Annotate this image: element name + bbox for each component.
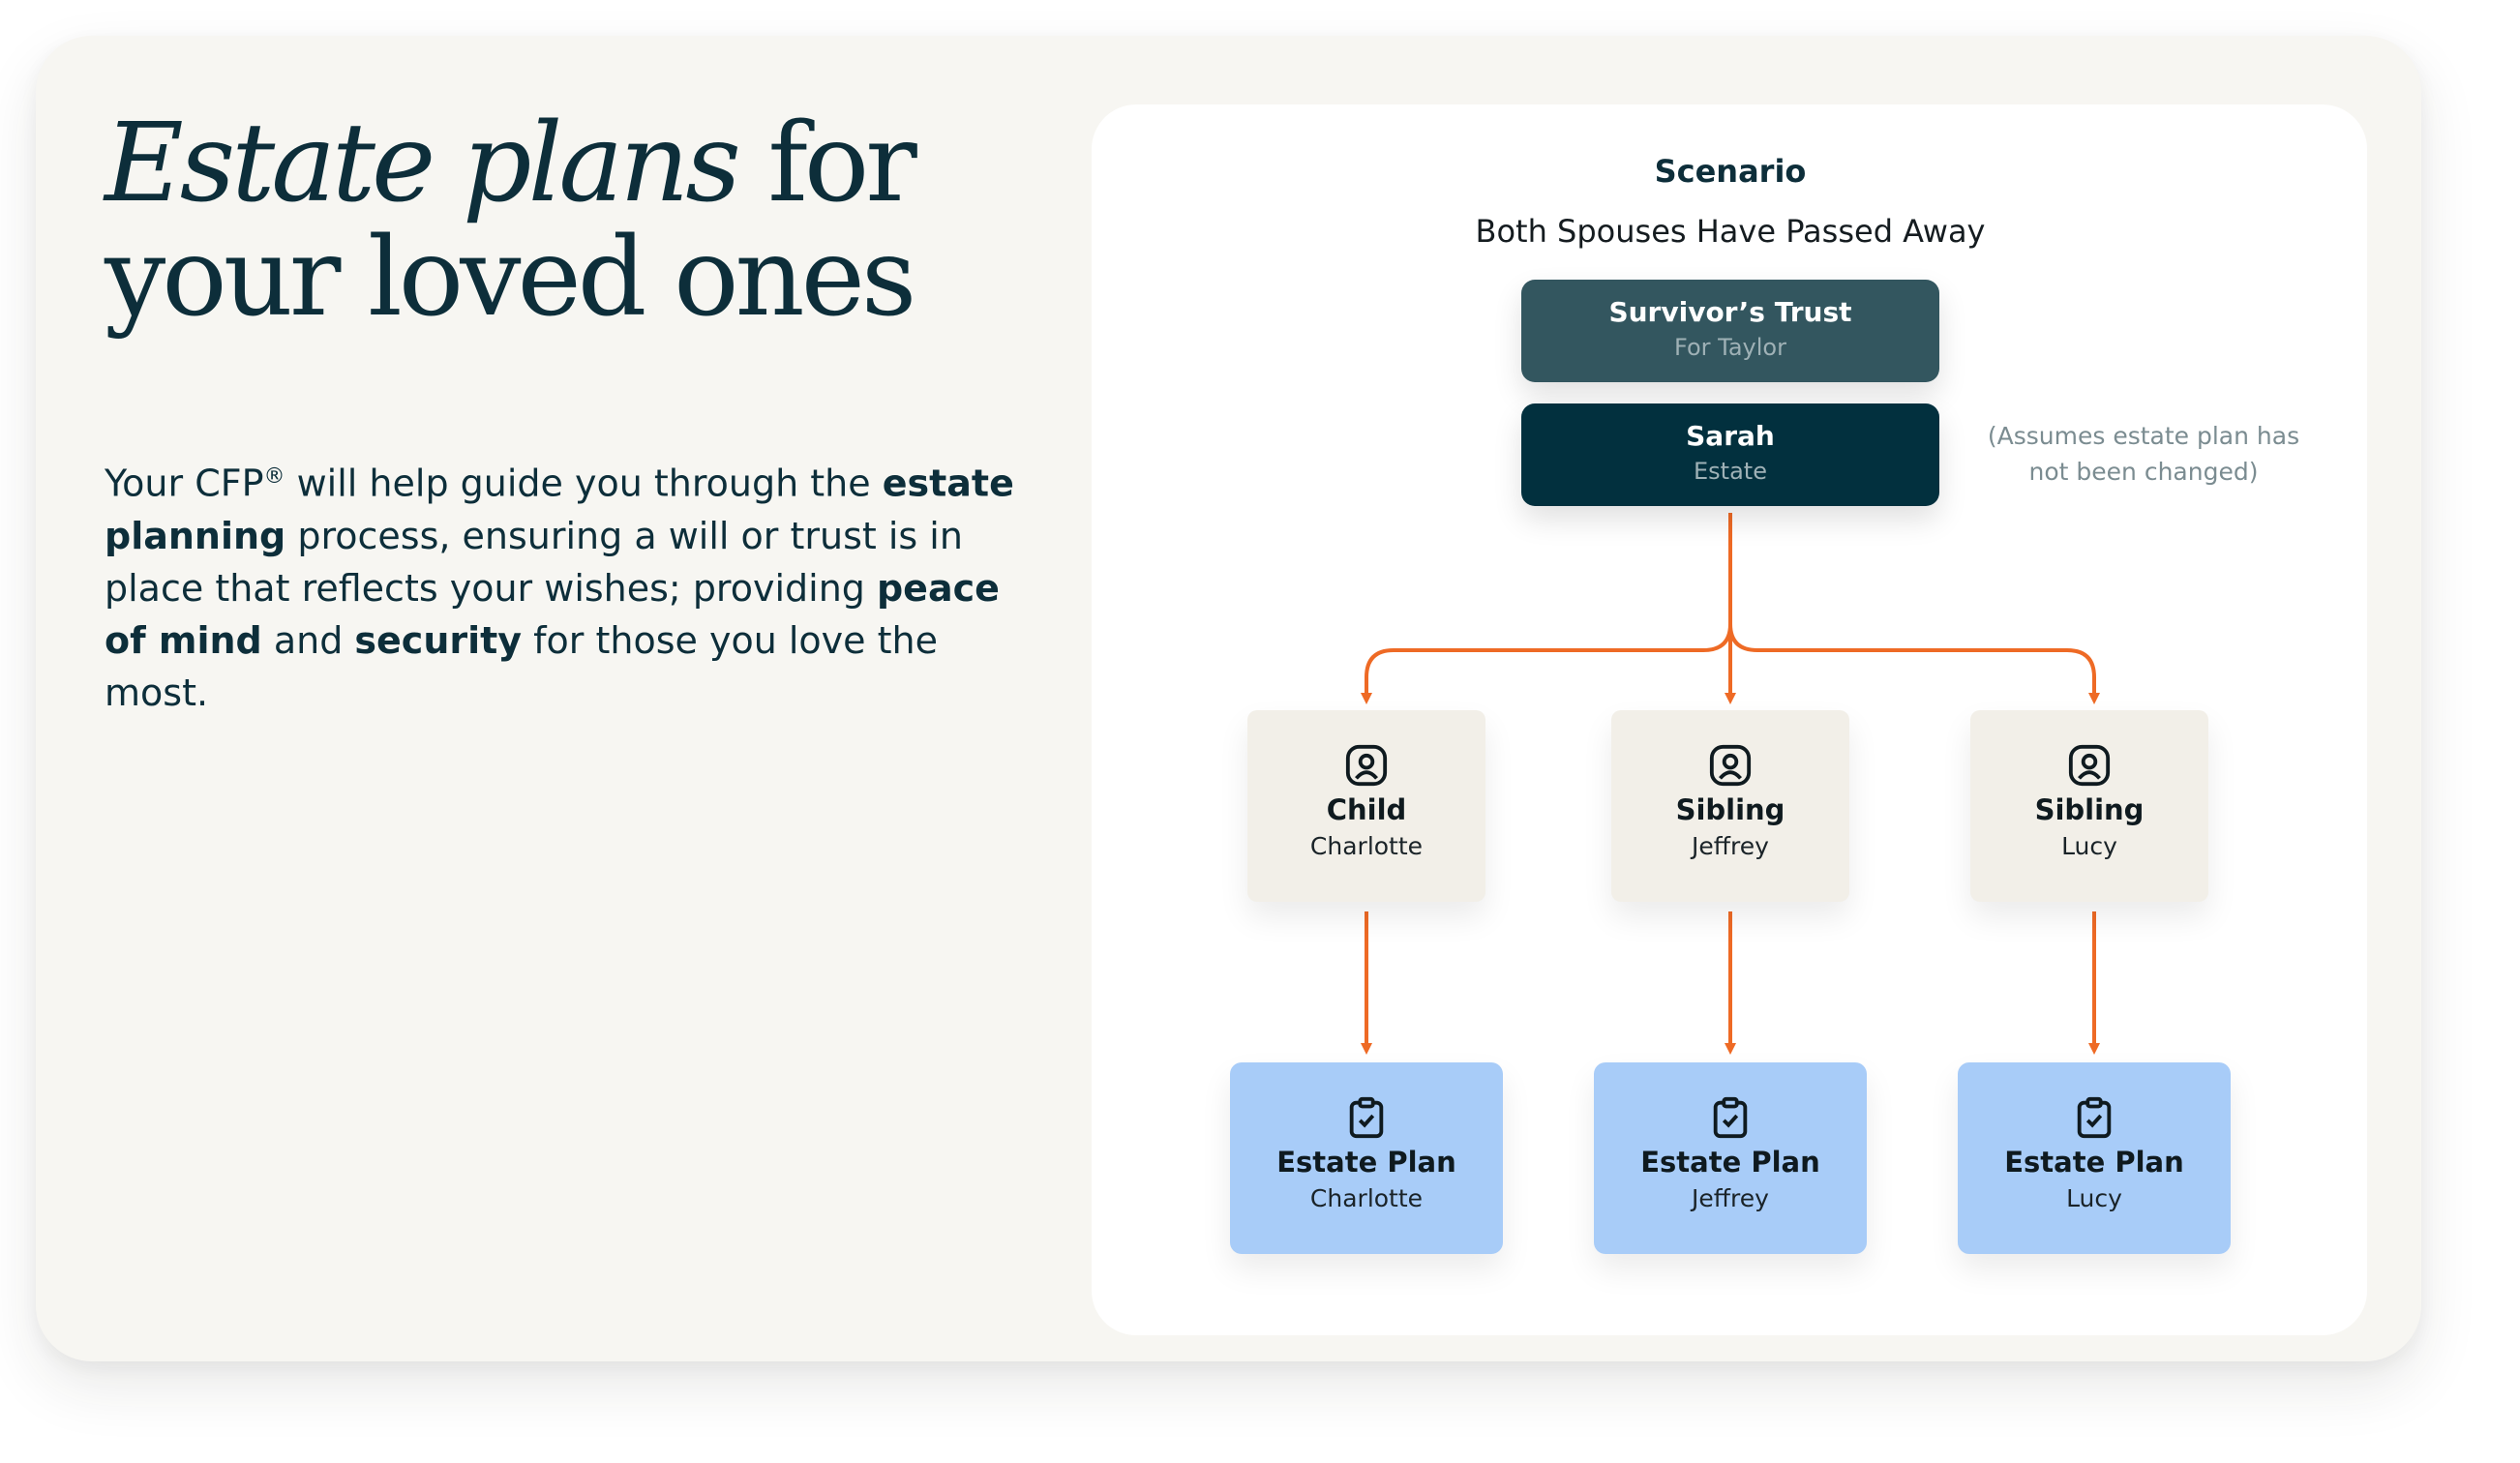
registered-mark: ®	[263, 464, 285, 489]
intro-text-1: Your CFP	[105, 462, 264, 505]
trust-title: Survivor’s Trust	[1608, 296, 1852, 328]
user-circle-icon	[1345, 744, 1388, 787]
clipboard-check-icon	[1349, 1096, 1384, 1139]
page-headline: Estate plans for your loved ones	[105, 106, 1072, 335]
intro-text-2: will help guide you through the	[285, 462, 883, 505]
beneficiary-role: Sibling	[2034, 793, 2145, 826]
plan-title: Estate Plan	[1640, 1146, 1820, 1179]
plan-title: Estate Plan	[1276, 1146, 1456, 1179]
clipboard-check-icon	[2077, 1096, 2112, 1139]
intro-bold-estate-planning: estate planning	[105, 462, 1014, 557]
beneficiary-sibling-jeffrey: Sibling Jeffrey	[1611, 710, 1849, 902]
intro-text-3: process, ensuring a will or trust is in …	[105, 514, 963, 610]
intro-bold-security: security	[354, 618, 523, 662]
beneficiary-role: Sibling	[1675, 793, 1785, 826]
headline-italic: Estate plans	[105, 101, 741, 226]
headline-rest: for your loved ones	[105, 101, 917, 341]
intro-paragraph: Your CFP® will help guide you through th…	[105, 451, 1043, 719]
estate-title: Sarah	[1686, 420, 1775, 452]
plan-name: Charlotte	[1309, 1184, 1424, 1212]
survivors-trust-box: Survivor’s Trust For Taylor	[1521, 280, 1939, 382]
estate-plan-lucy: Estate Plan Lucy	[1958, 1062, 2231, 1254]
plan-title: Estate Plan	[2004, 1146, 2184, 1179]
connector-to-sibling-right	[1728, 623, 2100, 704]
beneficiary-name: Lucy	[2061, 832, 2117, 860]
scenario-subtitle: Both Spouses Have Passed Away	[1475, 213, 1986, 250]
intro-bold-peace-of-mind: peace of mind	[105, 566, 1000, 662]
beneficiary-sibling-lucy: Sibling Lucy	[1970, 710, 2208, 902]
connector-to-child	[1361, 623, 1732, 704]
user-circle-icon	[2068, 744, 2111, 787]
beneficiary-role: Child	[1326, 793, 1407, 826]
trust-subtitle: For Taylor	[1674, 334, 1786, 361]
scenario-title: Scenario	[1654, 153, 1807, 190]
estate-plan-jeffrey: Estate Plan Jeffrey	[1594, 1062, 1867, 1254]
user-circle-icon	[1709, 744, 1752, 787]
intro-text-4: and	[261, 618, 355, 662]
sarah-estate-box: Sarah Estate	[1521, 403, 1939, 506]
beneficiary-child-charlotte: Child Charlotte	[1247, 710, 1485, 902]
estate-plan-charlotte: Estate Plan Charlotte	[1230, 1062, 1503, 1254]
estate-subtitle: Estate	[1694, 458, 1767, 485]
plan-name: Jeffrey	[1692, 1184, 1769, 1212]
intro-text-5: for those you love the most.	[105, 618, 938, 714]
assumption-note: (Assumes estate plan has not been change…	[1987, 422, 2300, 486]
beneficiary-name: Jeffrey	[1692, 832, 1769, 860]
clipboard-check-icon	[1713, 1096, 1748, 1139]
beneficiary-name: Charlotte	[1309, 832, 1424, 860]
plan-name: Lucy	[2066, 1184, 2122, 1212]
